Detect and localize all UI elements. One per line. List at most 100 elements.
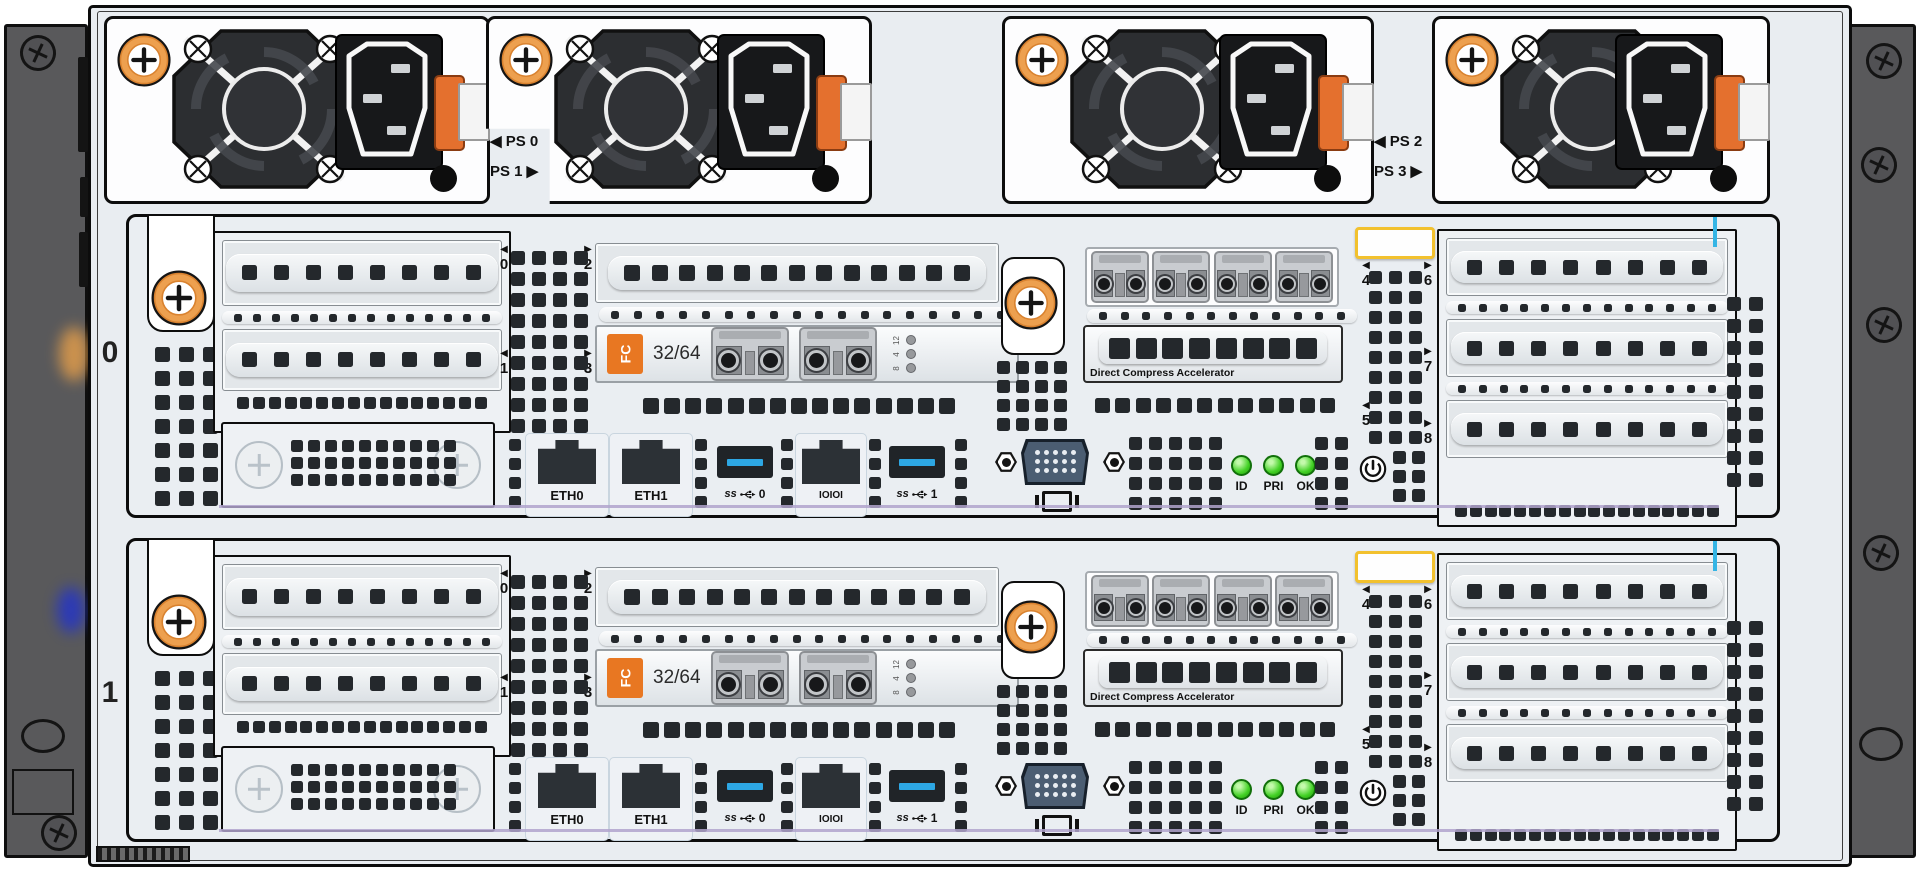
controller-0-label: 0 xyxy=(101,336,119,369)
vent-hole xyxy=(1543,829,1556,841)
vent-hole xyxy=(1409,271,1422,284)
monitor-icon xyxy=(1035,491,1079,512)
lavender-line xyxy=(219,505,1719,508)
vent-hole xyxy=(574,659,588,673)
vent-hole xyxy=(155,767,170,782)
vent-hole xyxy=(997,704,1010,717)
vent-hole xyxy=(781,782,793,794)
vent-hole xyxy=(792,310,801,319)
vent-hole xyxy=(532,722,546,736)
vent-hole xyxy=(367,313,376,322)
vent-hole xyxy=(1189,781,1202,794)
vent-grid xyxy=(1727,297,1763,487)
vent-grid xyxy=(997,361,1067,431)
vent-hole xyxy=(242,589,258,605)
vent-hole xyxy=(338,589,354,605)
vent-hole xyxy=(329,313,338,322)
lc-duplex-port xyxy=(1213,251,1272,303)
vent-hole xyxy=(643,397,659,414)
vent-hole xyxy=(1484,829,1497,841)
vent-row xyxy=(1455,504,1719,518)
vent-hole xyxy=(1095,721,1110,737)
vent-hole xyxy=(511,314,525,328)
vent-hole xyxy=(1541,303,1550,312)
vent-hole xyxy=(761,589,778,605)
vent-hole xyxy=(1563,421,1579,437)
vent-strip xyxy=(599,631,1017,646)
vent-hole xyxy=(1389,655,1402,668)
vent-hole xyxy=(1238,397,1254,413)
vent-hole xyxy=(1531,583,1547,599)
ac-inlet xyxy=(1615,34,1723,170)
vent-hole xyxy=(1228,636,1237,644)
vent-hole xyxy=(1315,477,1328,490)
vent-hole xyxy=(424,313,433,322)
vent-hole xyxy=(1573,505,1586,517)
vent-hole xyxy=(781,801,793,813)
vent-hole xyxy=(1389,635,1402,648)
vent-hole xyxy=(769,397,786,414)
vent-hole xyxy=(574,722,588,736)
vent-hole xyxy=(553,743,567,757)
vent-hole xyxy=(685,397,702,414)
pri-led-icon xyxy=(1263,455,1284,476)
vent-hole xyxy=(1319,721,1335,737)
vent-hole xyxy=(1209,801,1222,814)
vent-hole xyxy=(816,589,833,605)
vent-hole xyxy=(1389,715,1402,728)
vent-hole xyxy=(1189,477,1202,490)
rail-screw xyxy=(14,29,62,77)
vent-hole xyxy=(1250,312,1259,320)
vent-hole xyxy=(427,440,439,452)
vent-hole xyxy=(443,313,452,322)
vent-hole xyxy=(953,265,970,281)
vent-hole xyxy=(363,721,376,733)
vent-hole xyxy=(1727,341,1741,355)
vent-hole xyxy=(1727,297,1741,311)
vent-hole xyxy=(203,791,218,806)
vent-hole xyxy=(1189,457,1202,470)
vent-hole xyxy=(379,721,392,733)
vent-hole xyxy=(706,265,723,281)
vent-hole xyxy=(1393,451,1406,464)
vent-hole xyxy=(203,443,218,458)
slot-blank xyxy=(595,243,999,303)
vent-hole xyxy=(633,634,642,643)
vent-hole xyxy=(1603,505,1616,517)
vent-hole xyxy=(532,251,546,265)
vga-pin xyxy=(1044,459,1049,464)
vent-hole xyxy=(926,265,943,281)
vent-grid xyxy=(291,440,456,486)
vent-hole xyxy=(1749,363,1763,377)
vga-pin xyxy=(1062,450,1067,455)
slot-blank xyxy=(1446,400,1728,458)
vent-hole xyxy=(332,397,345,409)
chassis-rear-panel: ◀ PS 0 PS 1 ▶ ◀ PS 2 PS 3 ▶ 0 1 xyxy=(88,5,1852,867)
fc-speed-leds: 12 4 8 xyxy=(891,335,916,374)
vent-hole xyxy=(869,477,881,489)
vent-hole xyxy=(1242,661,1264,683)
vent-hole xyxy=(1749,709,1763,723)
vga-pin xyxy=(1044,774,1049,779)
vent-hole xyxy=(1687,303,1696,312)
vent-col xyxy=(781,763,793,832)
vent-hole xyxy=(1588,505,1601,517)
vent-hole xyxy=(1749,341,1763,355)
vga-pin xyxy=(1062,468,1067,473)
vent-hole xyxy=(1189,497,1202,510)
vent-hole xyxy=(532,398,546,412)
vent-hole xyxy=(1692,505,1704,517)
vent-hole xyxy=(532,659,546,673)
vent-hole xyxy=(1369,311,1382,324)
vent-hole xyxy=(308,781,320,793)
vent-hole xyxy=(1369,411,1382,424)
vent-hole xyxy=(306,352,322,368)
vent-hole xyxy=(838,310,847,319)
rj45-port xyxy=(538,764,596,808)
vga-pin xyxy=(1035,774,1040,779)
vent-hole xyxy=(444,781,456,793)
vent-hole xyxy=(706,589,723,605)
vent-hole xyxy=(316,721,329,733)
